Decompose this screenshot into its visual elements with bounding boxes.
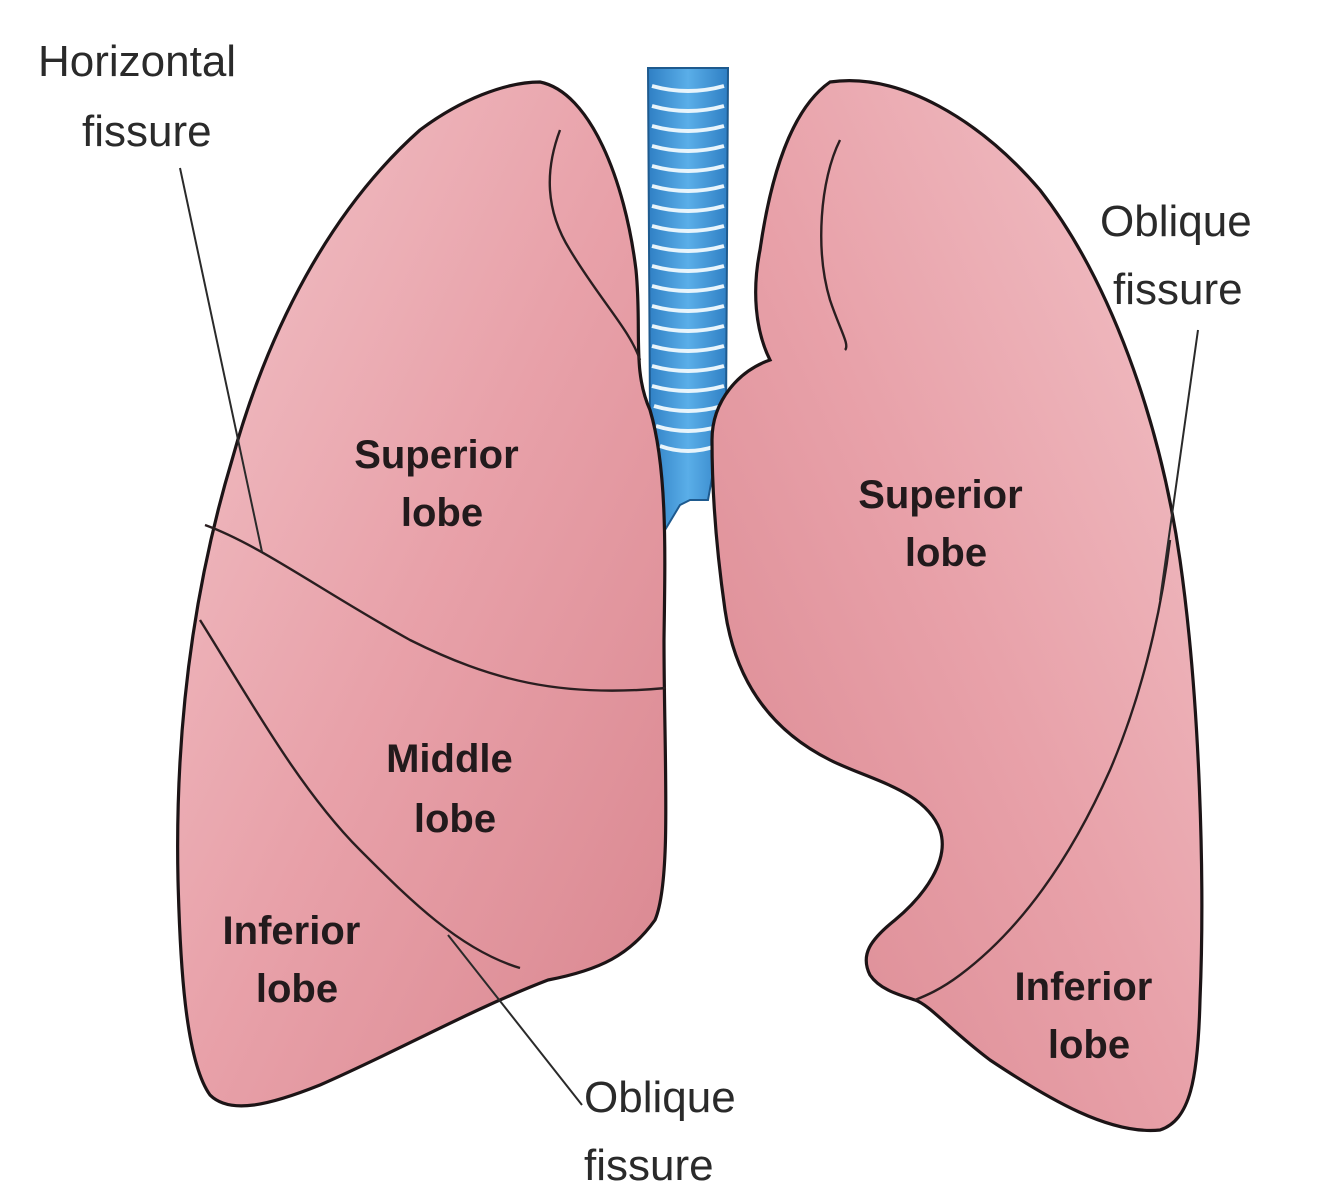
horizontal-fissure-leader [179, 167, 263, 553]
right-oblique-fissure-leader [1159, 329, 1199, 601]
horizontal-fissure-label: Horizontal fissure [38, 37, 248, 156]
left-inferior-lobe-label: Inferior lobe [1015, 965, 1164, 1067]
right-superior-lobe-label: Superior lobe [354, 433, 530, 535]
left-oblique-fissure-line [914, 539, 1172, 1002]
bottom-oblique-fissure-leader [447, 934, 583, 1106]
right-oblique-fissure-label: Oblique fissure [1100, 197, 1264, 314]
right-inferior-lobe-label: Inferior lobe [223, 909, 372, 1011]
horizontal-fissure-line [204, 523, 667, 692]
bottom-oblique-fissure-label: Oblique fissure [584, 1073, 748, 1190]
tracheal-rings [651, 84, 725, 453]
right-middle-lobe-label: Middle lobe [386, 737, 524, 841]
right-lung [176, 80, 668, 1108]
left-superior-lobe-label: Superior lobe [858, 473, 1034, 575]
right-oblique-fissure-line [198, 619, 521, 970]
trachea [646, 67, 730, 539]
